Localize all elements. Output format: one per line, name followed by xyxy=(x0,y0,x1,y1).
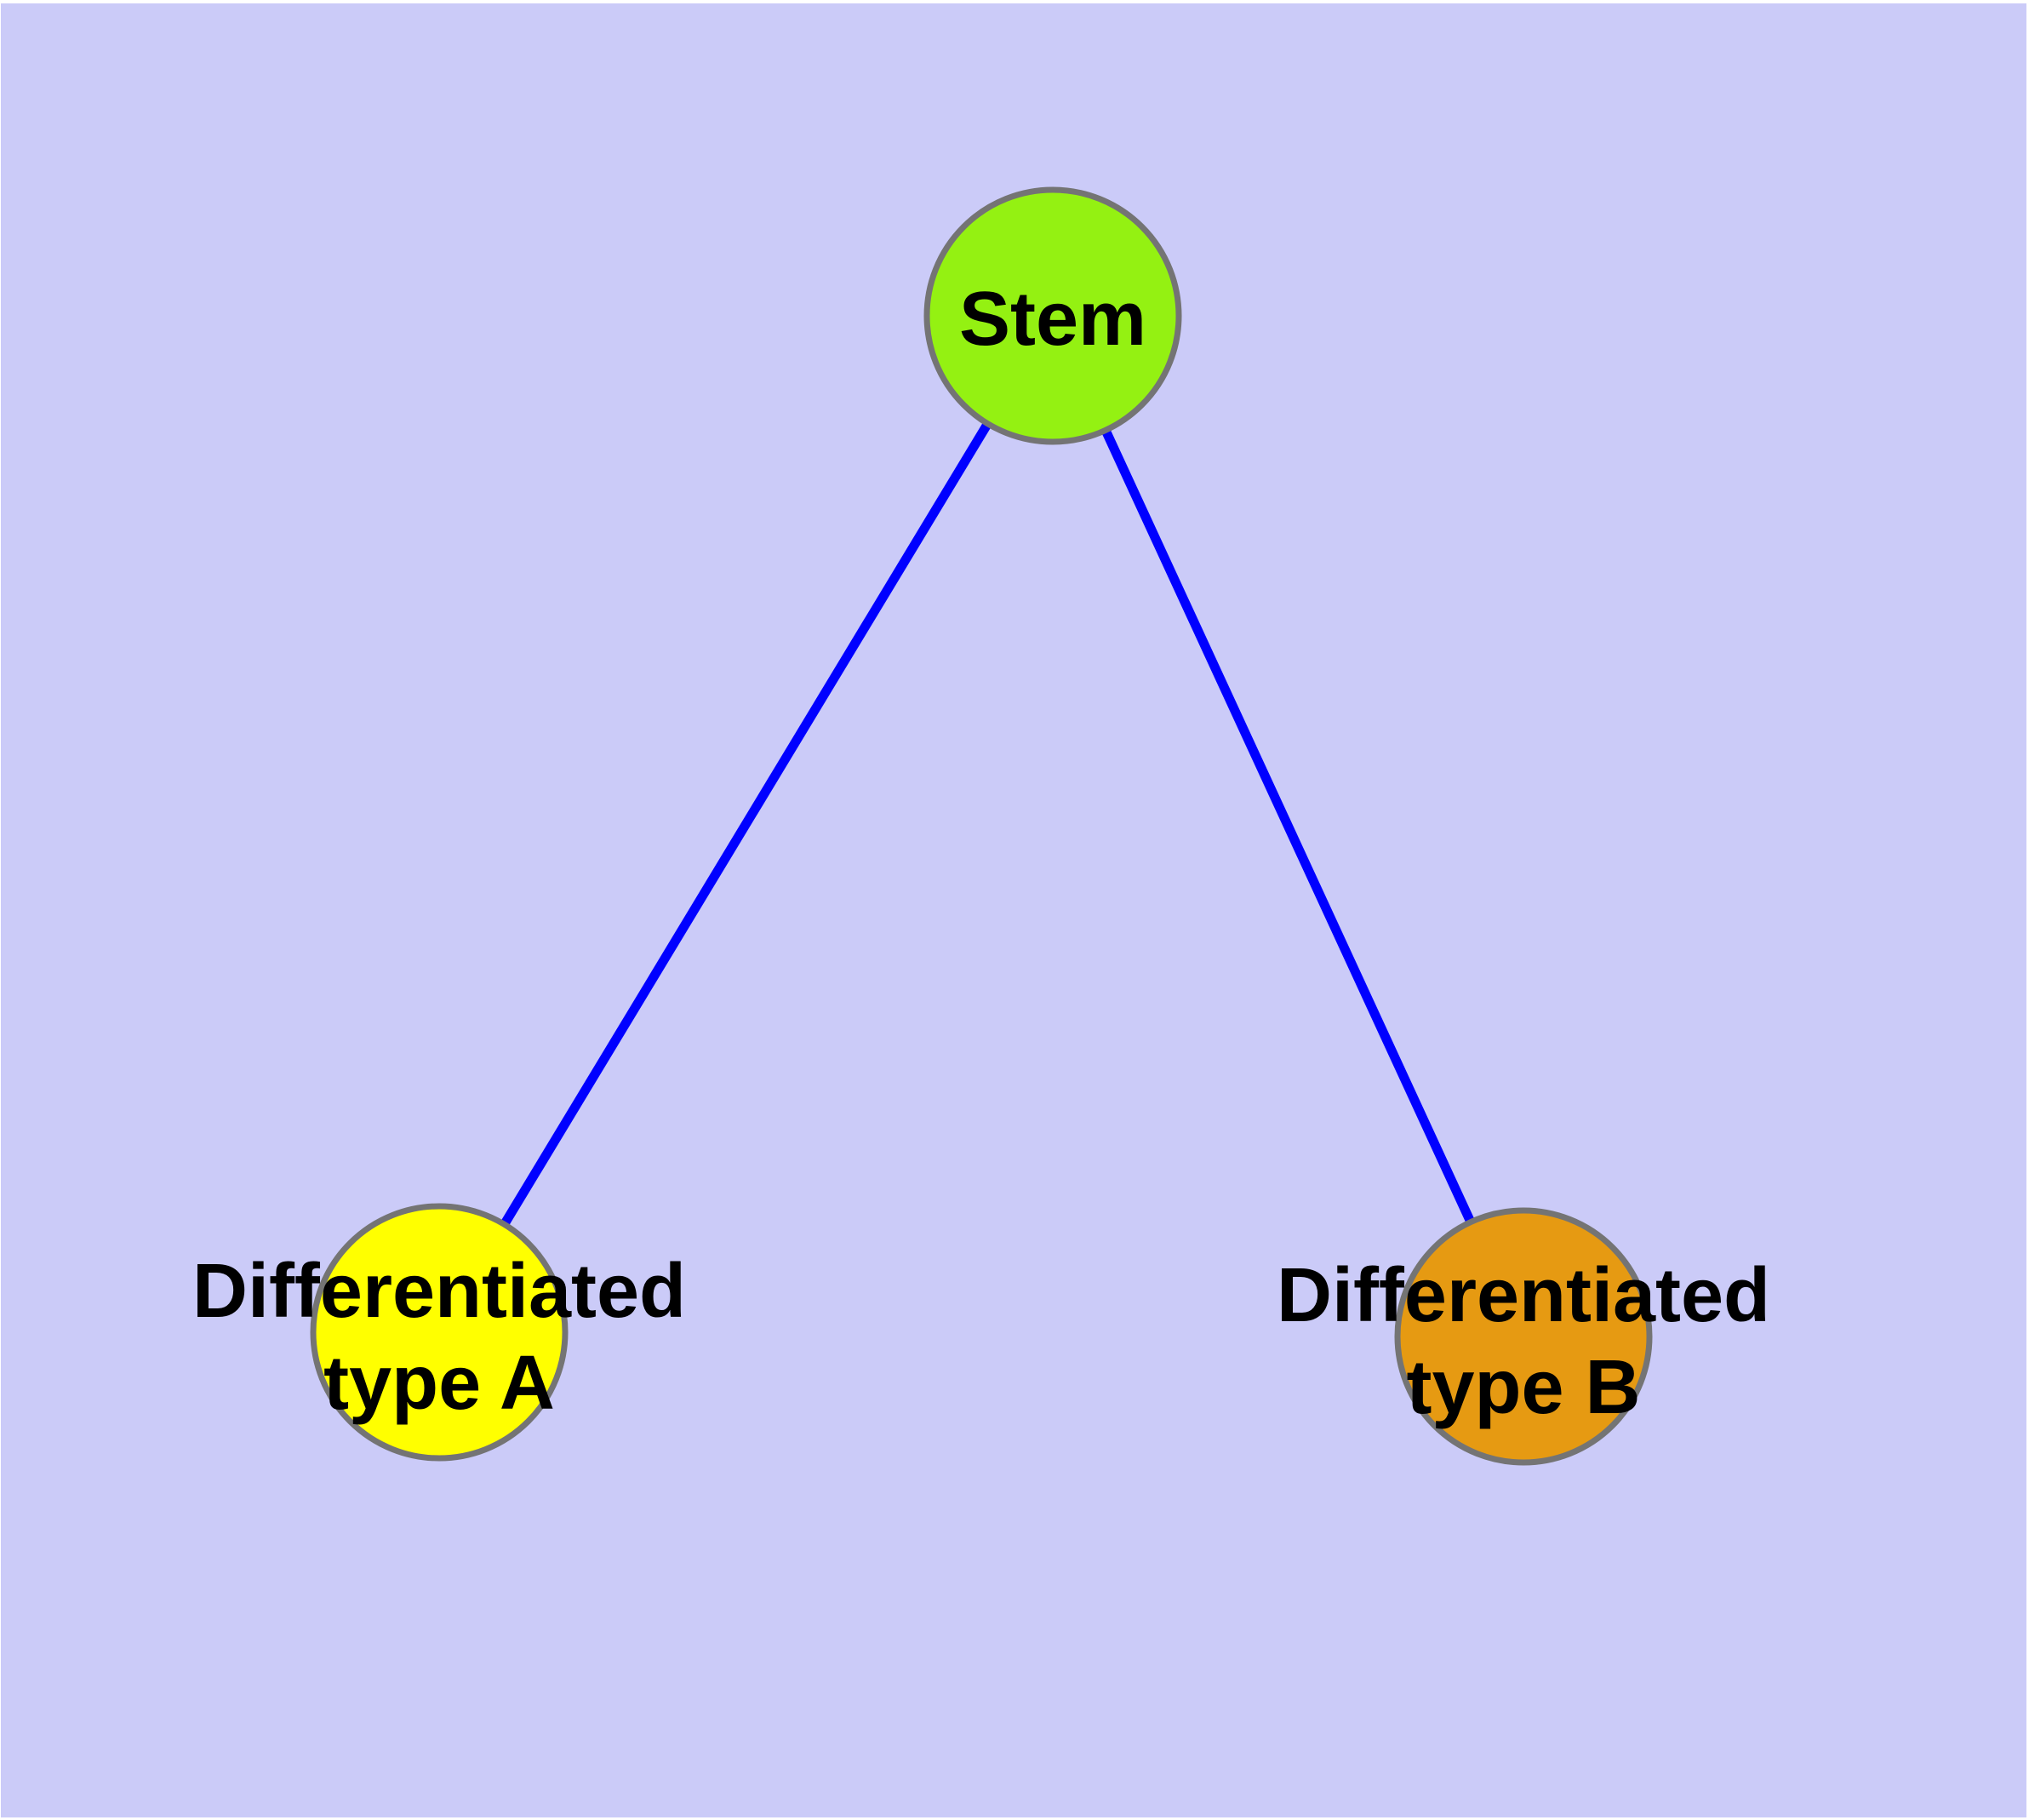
node-type-a-circle xyxy=(310,1203,569,1462)
edge-stem-to-type-b xyxy=(1049,313,1528,1339)
node-stem-label: Stem xyxy=(959,277,1146,362)
node-stem-circle xyxy=(923,186,1182,445)
node-type-a-label-line2: type A xyxy=(323,1341,555,1426)
node-type-b-label-line1: Differentiated xyxy=(1277,1253,1770,1338)
node-type-b-circle xyxy=(1394,1207,1653,1466)
edge-stem-to-type-a xyxy=(435,313,1057,1335)
node-type-b-label-line2: type B xyxy=(1406,1345,1640,1430)
node-type-a-label-line1: Differentiated xyxy=(192,1249,686,1334)
